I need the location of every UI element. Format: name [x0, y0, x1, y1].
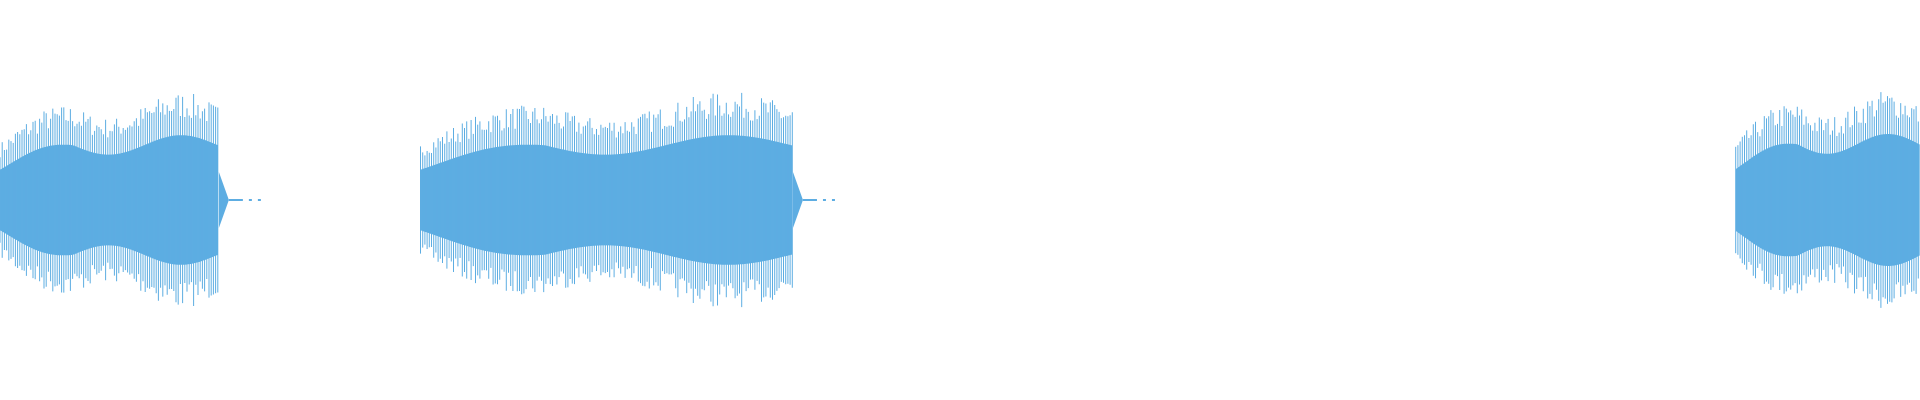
waveform-decay — [218, 172, 229, 228]
waveform-clip-2[interactable] — [420, 92, 835, 308]
waveform-decay — [792, 172, 803, 228]
waveform-clip-1[interactable] — [0, 94, 261, 306]
waveform-body — [420, 135, 793, 265]
waveform-clip-3[interactable] — [1735, 92, 1920, 308]
